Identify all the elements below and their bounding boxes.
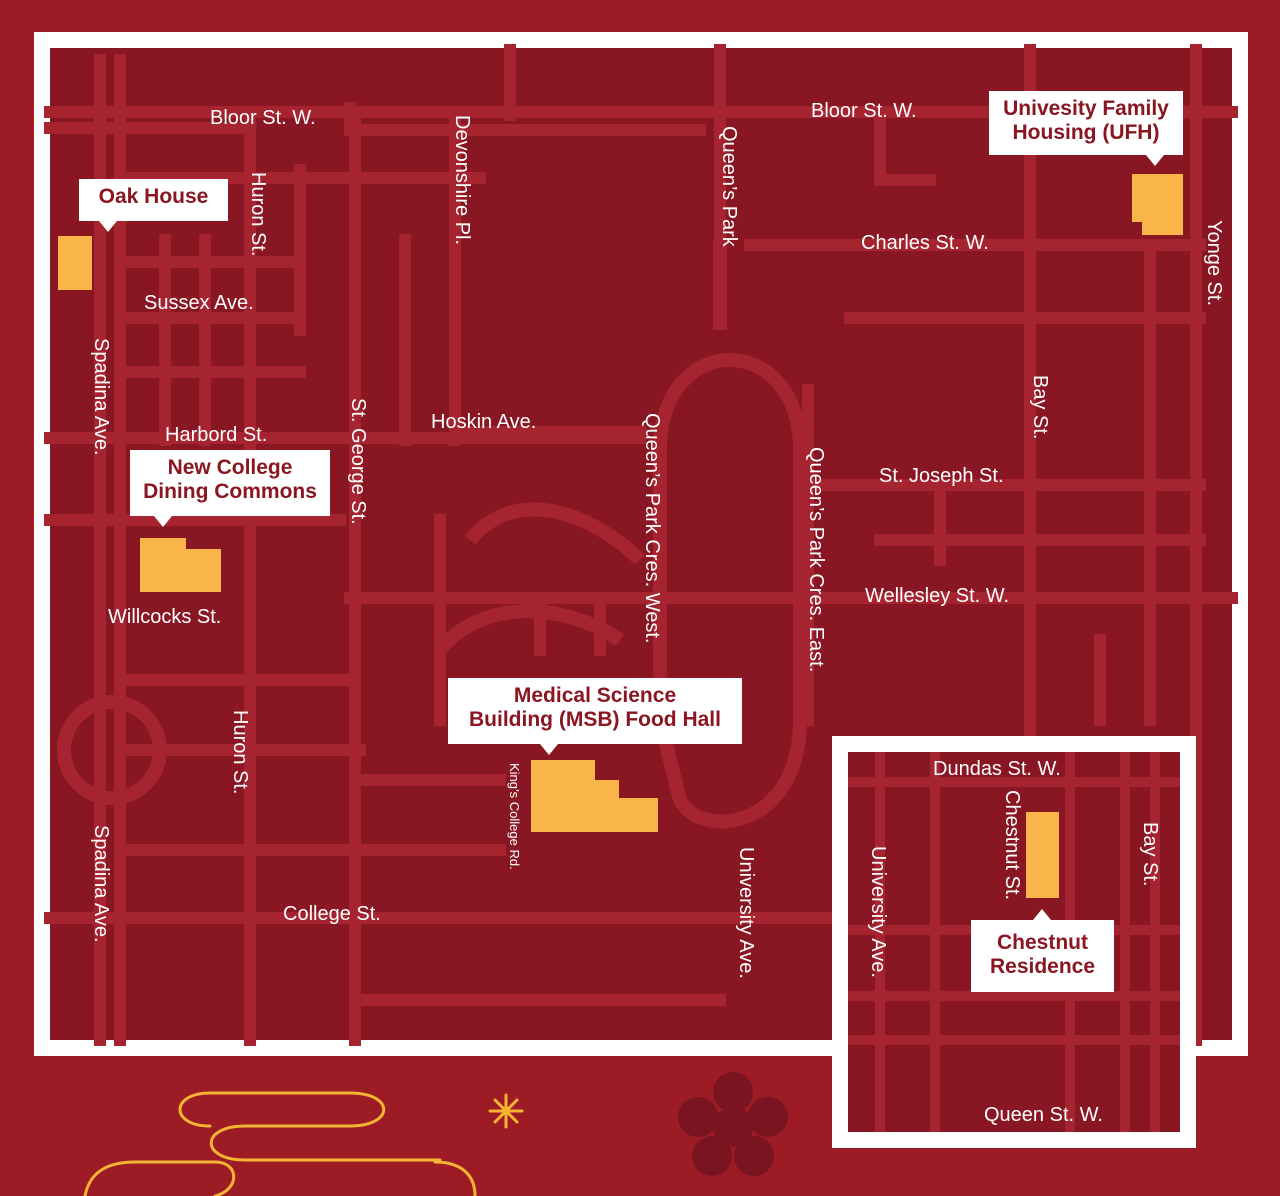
- flower-icon: [678, 1072, 788, 1176]
- street-label-bay: Bay St.: [1139, 822, 1161, 887]
- street-label-chestnut: Chestnut St.: [1001, 790, 1023, 901]
- street-label-st-george: St. George St.: [347, 398, 369, 525]
- street-label-qp-cres-west: Queen’s Park Cres. West.: [641, 413, 663, 644]
- street-label-devonshire: Devonshire Pl.: [451, 115, 473, 246]
- street-label-queen: Queen St. W.: [984, 1104, 1103, 1126]
- circle-roads: [57, 240, 807, 829]
- new-college-label-line: New College: [167, 456, 293, 479]
- street-label-wellesley: Wellesley St. W.: [865, 585, 1010, 607]
- street-label-kings-college: King’s College Rd.: [507, 763, 522, 870]
- callout-pointer: [99, 221, 117, 232]
- street-label-huron: Huron St.: [229, 710, 251, 795]
- callout-pointer: [1033, 909, 1051, 920]
- callout-pointer: [540, 744, 558, 755]
- street-label-spadina: Spadina Ave.: [90, 825, 112, 943]
- oak-house-label-line: Oak House: [98, 185, 209, 208]
- new-college-label-line: Dining Commons: [143, 480, 317, 503]
- street-label-yonge: Yonge St.: [1203, 220, 1225, 307]
- msb-building[interactable]: [531, 760, 658, 832]
- street-label-university: University Ave.: [735, 847, 757, 979]
- street-label-sussex: Sussex Ave.: [144, 292, 254, 314]
- msb-label[interactable]: Medical Science Building (MSB) Food Hall: [448, 678, 742, 755]
- street-label-dundas: Dundas St. W.: [933, 758, 1061, 780]
- street-label-hoskin: Hoskin Ave.: [431, 411, 537, 433]
- street-label-university: University Ave.: [867, 846, 889, 978]
- oak-house-label[interactable]: Oak House: [79, 179, 228, 232]
- chestnut-label[interactable]: Chestnut Residence: [971, 909, 1114, 992]
- ufh-label-line: Housing (UFH): [1012, 121, 1160, 144]
- street-label-bloor: Bloor St. W.: [811, 100, 917, 122]
- ufh-label-line: Univesity Family: [1003, 97, 1169, 120]
- street-label-charles: Charles St. W.: [861, 232, 989, 254]
- street-label-bloor: Bloor St. W.: [210, 107, 316, 129]
- street-label-queens-park: Queen’s Park: [718, 126, 740, 247]
- callout-pointer: [1146, 155, 1164, 166]
- new-college-building[interactable]: [140, 538, 221, 592]
- street-label-willcocks: Willcocks St.: [108, 606, 222, 628]
- chestnut-label-line: Chestnut: [997, 931, 1088, 954]
- street-label-st-joseph: St. Joseph St.: [879, 465, 1004, 487]
- msb-label-line: Medical Science: [513, 684, 677, 707]
- street-label-huron: Huron St.: [247, 172, 269, 257]
- oak-house-building[interactable]: [58, 236, 92, 290]
- ufh-label[interactable]: Univesity Family Housing (UFH): [989, 91, 1183, 166]
- new-college-label[interactable]: New College Dining Commons: [130, 450, 330, 527]
- chestnut-building[interactable]: [1026, 812, 1059, 898]
- callout-pointer: [154, 516, 172, 527]
- msb-label-line: Building (MSB) Food Hall: [469, 708, 721, 731]
- sparkle-icon: [488, 1093, 524, 1129]
- ufh-building[interactable]: [1132, 174, 1183, 235]
- street-label-harbord: Harbord St.: [165, 424, 268, 446]
- street-label-qp-cres-east: Queen’s Park Cres. East.: [805, 447, 827, 673]
- street-label-spadina: Spadina Ave.: [90, 338, 112, 456]
- street-label-bay: Bay St.: [1029, 375, 1051, 440]
- squiggle-icon: [83, 1091, 477, 1196]
- chestnut-label-line: Residence: [989, 955, 1096, 978]
- street-label-college: College St.: [283, 903, 381, 925]
